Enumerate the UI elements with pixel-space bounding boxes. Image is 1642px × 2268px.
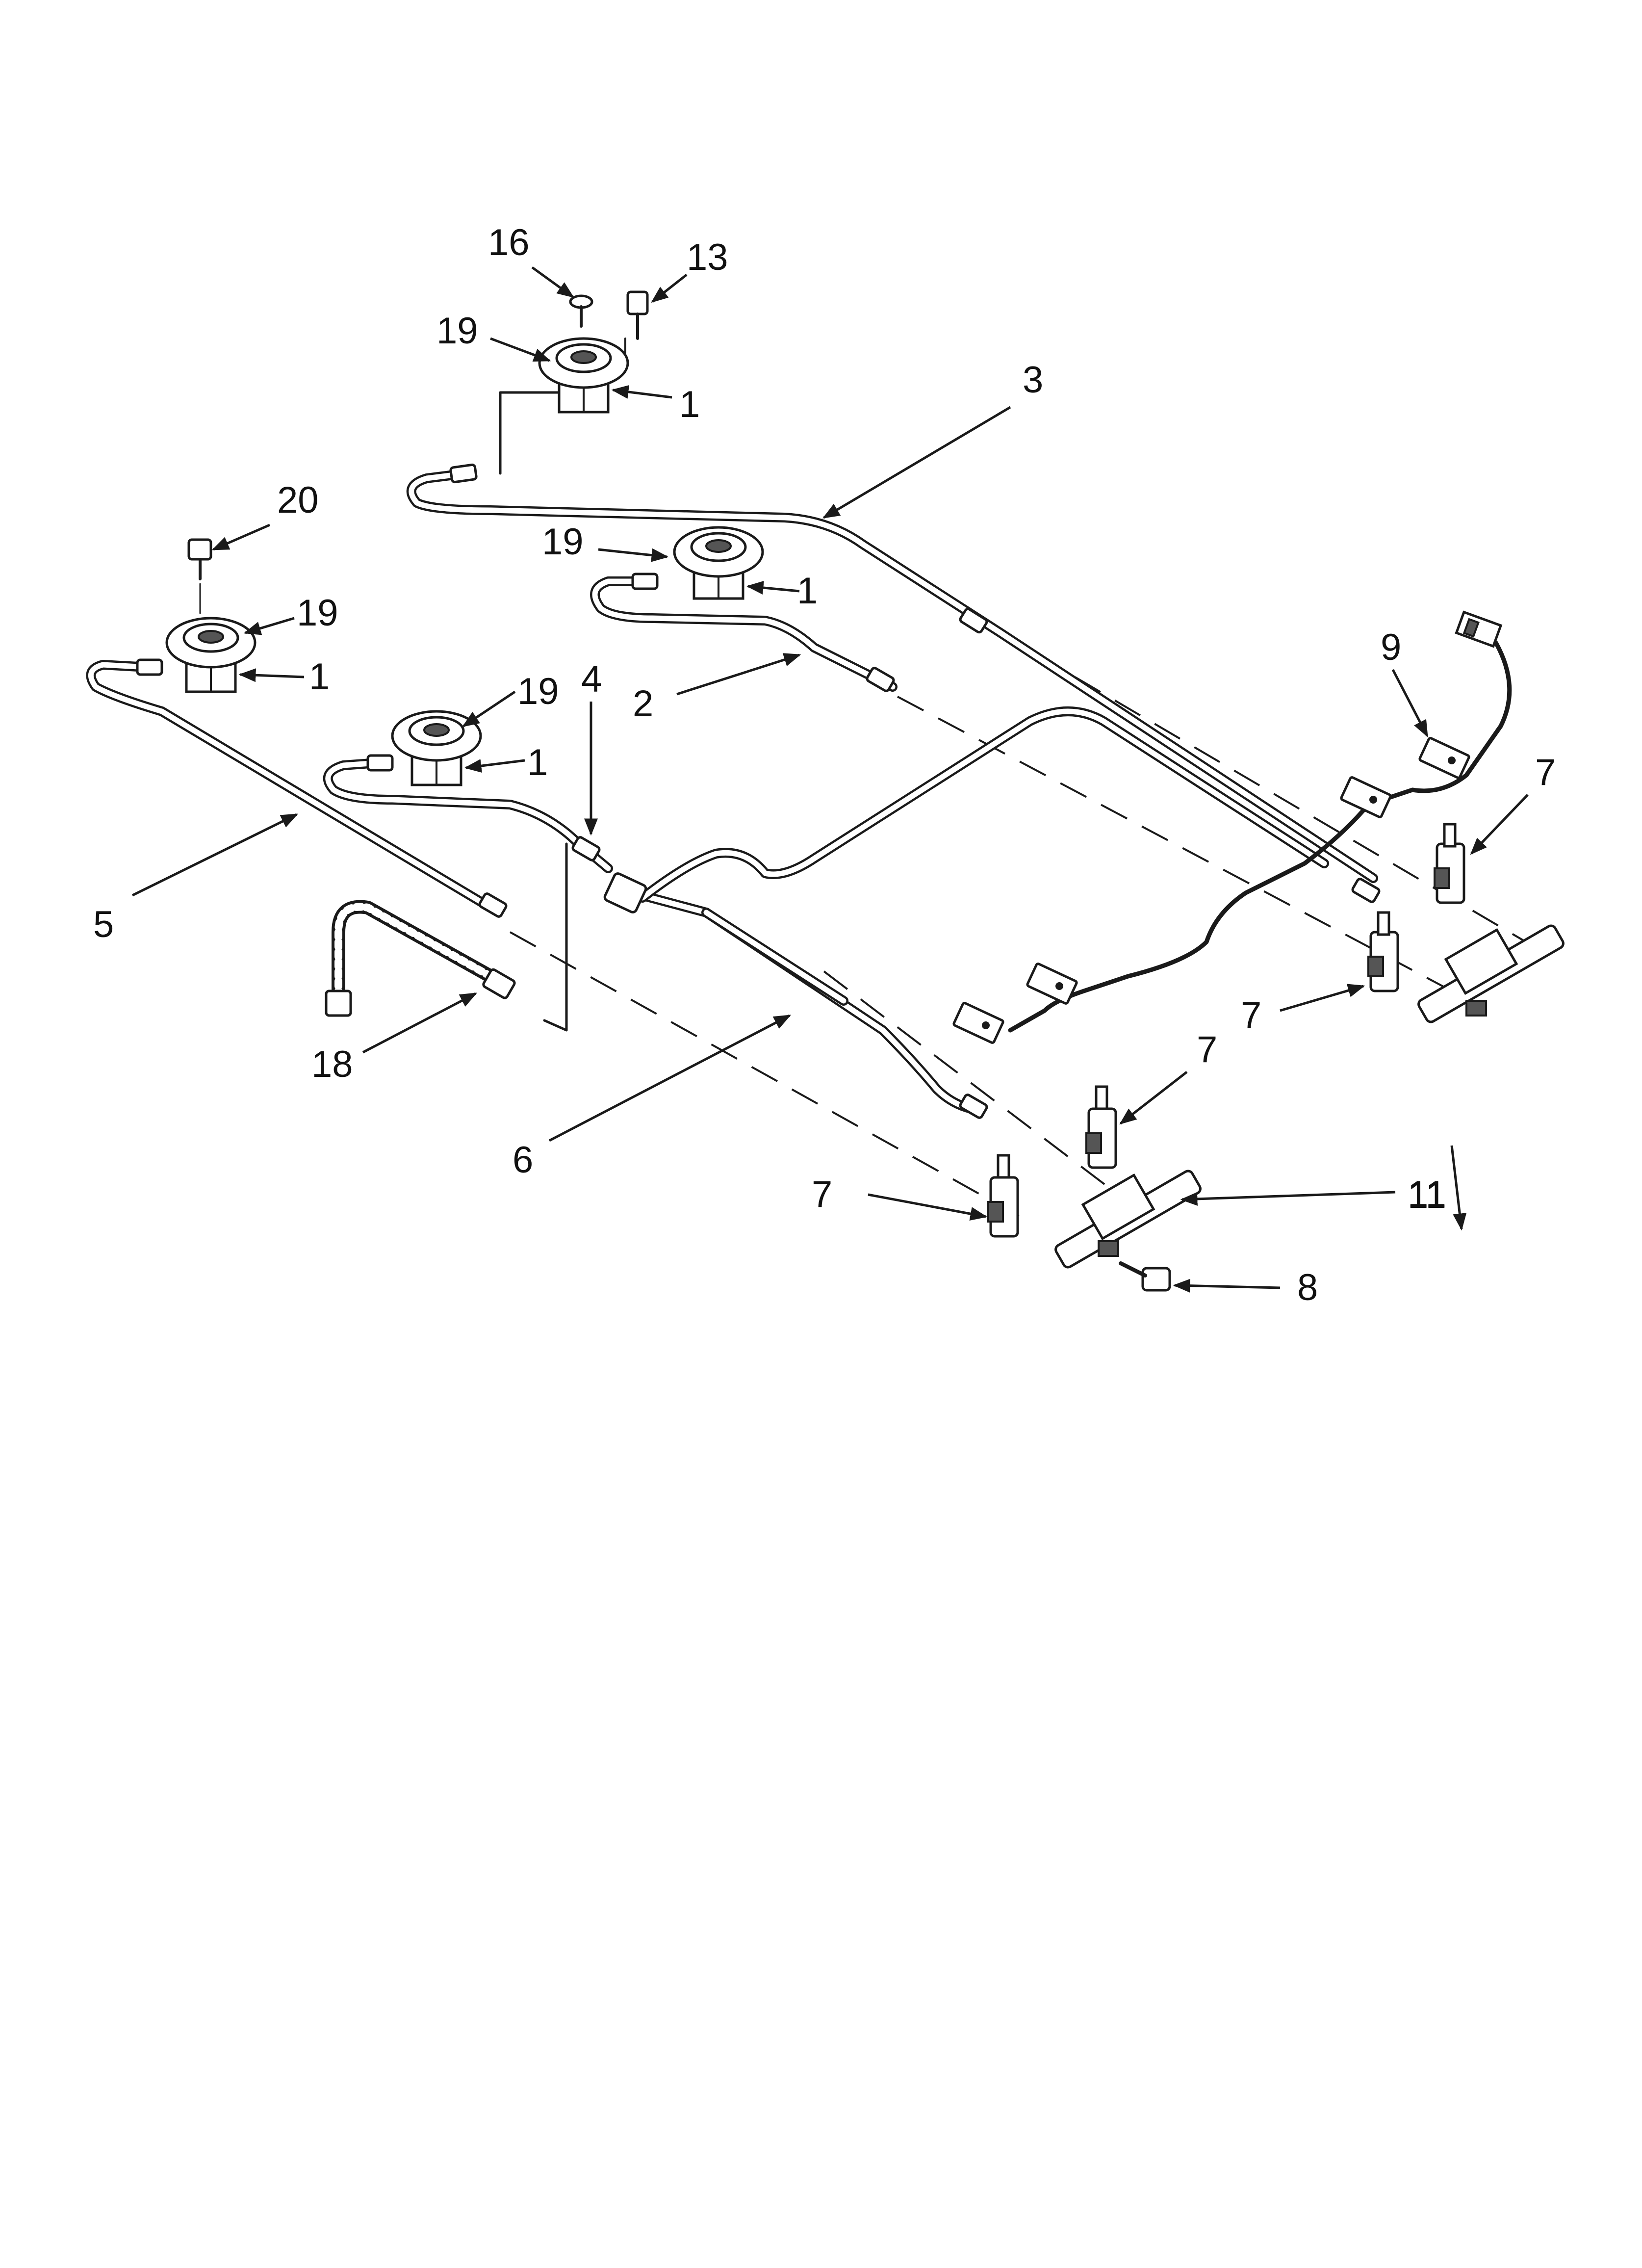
igniter-terminal-icon: [952, 1002, 1004, 1044]
igniter-terminal-icon: [1340, 776, 1392, 818]
igniter-terminal-icon: [1418, 737, 1470, 779]
callout-7: 7: [1535, 752, 1556, 793]
fitting-icon: [1351, 878, 1381, 903]
callout-1: 1: [797, 570, 818, 612]
fitting-icon: [959, 607, 988, 634]
leader-lines: [131, 266, 1529, 1293]
manifold-inlet-fitting-icon: [603, 872, 647, 913]
bracket-11-front-icon: [1054, 1170, 1202, 1269]
burner-base-front: [391, 710, 482, 786]
callout-7: 7: [812, 1173, 832, 1215]
callout-19: 19: [517, 671, 559, 712]
callout-7: 7: [1241, 994, 1261, 1036]
burner-base-top: [499, 337, 629, 475]
callout-9: 9: [1381, 626, 1401, 668]
callout-7: 7: [1197, 1029, 1217, 1070]
fitting-icon: [478, 892, 508, 918]
burner-base-left: [165, 617, 257, 693]
fitting-icon: [136, 658, 163, 676]
fitting-icon: [366, 754, 394, 772]
fitting-icon: [631, 573, 659, 590]
callout-19: 19: [542, 521, 584, 563]
igniter-13-icon: [624, 290, 649, 354]
fitting-icon: [866, 667, 895, 692]
flex-gas-line-18: [325, 842, 568, 1032]
fitting-icon: [959, 1094, 988, 1119]
tube-fittings: [136, 463, 1381, 1119]
fitting-icon: [449, 463, 478, 484]
callout-5: 5: [93, 904, 114, 945]
burner-base-rear-right: [673, 526, 764, 600]
bracket-11-rear-icon: [1417, 924, 1565, 1023]
callout-labels: 16 13 19 1 3 20 19 1 19 1 19 1 4 2 9 7 5…: [93, 222, 1556, 1308]
callout-4: 4: [581, 658, 602, 700]
callout-16: 16: [488, 222, 530, 263]
callout-6: 6: [513, 1139, 533, 1181]
callout-1: 1: [309, 656, 330, 698]
callout-11: 11: [1408, 1174, 1446, 1216]
screw-16-icon: [569, 294, 593, 328]
spark-wire-harness-9: [952, 610, 1512, 1044]
callout-3: 3: [1023, 359, 1043, 401]
callout-19: 19: [436, 310, 478, 352]
callout-13: 13: [687, 236, 728, 278]
tube-4: [323, 758, 613, 873]
screw-8-icon: [1119, 1261, 1171, 1292]
callout-1: 1: [679, 384, 700, 425]
tube-5: [86, 660, 495, 912]
callout-20: 20: [277, 479, 319, 521]
manifold-branch: [701, 908, 848, 1006]
callout-2: 2: [633, 683, 653, 725]
manifold-tube-6: [628, 706, 1329, 1114]
valve-7-rear-icon: [1434, 823, 1465, 904]
valve-7-front-left-icon: [987, 1154, 1019, 1238]
callout-1: 1: [527, 742, 548, 783]
valve-7-front-right-icon: [1085, 1085, 1117, 1169]
tube-3: [406, 469, 1378, 883]
screw-20-icon: [187, 538, 212, 614]
gas-tubes: [86, 469, 1378, 1114]
valve-7-mid-icon: [1367, 911, 1399, 992]
igniter-terminal-icon: [1026, 963, 1078, 1005]
fitting-icon: [571, 836, 601, 861]
callout-11: 11: [1408, 1173, 1446, 1215]
tube-2: [590, 576, 898, 692]
callout-19: 19: [297, 592, 338, 634]
callout-18: 18: [311, 1043, 353, 1085]
callout-8: 8: [1297, 1267, 1318, 1308]
